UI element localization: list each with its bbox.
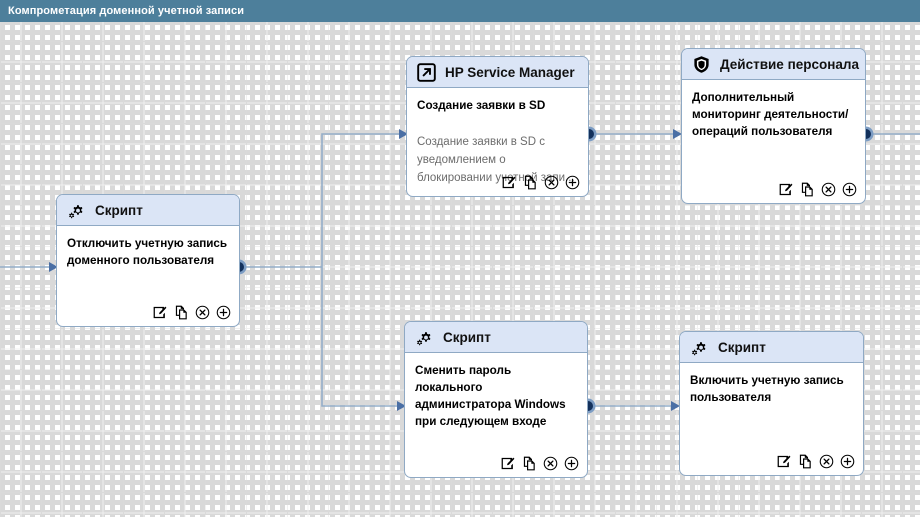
node-action-bar[interactable] [153, 305, 231, 320]
edit-icon[interactable] [153, 305, 168, 320]
node-title: Отключить учетную запись доменного польз… [67, 237, 228, 267]
node-title: Создание заявки в SD [417, 99, 546, 112]
node-staff-action[interactable]: Действие персонала Дополнительный монито… [681, 48, 866, 204]
node-action-bar[interactable] [501, 456, 579, 471]
copy-icon[interactable] [174, 305, 189, 320]
shield-icon [692, 55, 711, 74]
node-header: Скрипт [680, 332, 863, 363]
node-body: Включить учетную запись пользователя [680, 363, 863, 475]
node-header: Скрипт [405, 322, 587, 353]
node-action-bar[interactable] [502, 175, 580, 190]
gear-icon [690, 338, 709, 357]
node-body: Отключить учетную запись доменного польз… [57, 226, 239, 326]
delete-circle-icon[interactable] [543, 456, 558, 471]
page-title: Компрометация доменной учетной записи [8, 5, 245, 17]
node-type-label: HP Service Manager [445, 64, 575, 80]
node-header: Действие персонала [682, 49, 865, 80]
copy-icon[interactable] [522, 456, 537, 471]
node-header: Скрипт [57, 195, 239, 226]
delete-circle-icon[interactable] [544, 175, 559, 190]
edit-icon[interactable] [779, 182, 794, 197]
add-circle-icon[interactable] [840, 454, 855, 469]
node-type-label: Скрипт [443, 329, 491, 345]
node-body: Создание заявки в SD Создание заявки в S… [407, 88, 588, 196]
external-link-icon [417, 62, 436, 82]
node-title: Сменить пароль локального администратора… [415, 364, 566, 428]
delete-circle-icon[interactable] [195, 305, 210, 320]
copy-icon[interactable] [798, 454, 813, 469]
node-type-label: Скрипт [718, 339, 766, 355]
gear-icon [67, 201, 86, 220]
node-body: Сменить пароль локального администратора… [405, 353, 587, 477]
node-title: Дополнительный мониторинг деятельности/о… [692, 91, 849, 138]
node-hp-service-manager[interactable]: HP Service Manager Создание заявки в SD … [406, 56, 589, 197]
node-body: Дополнительный мониторинг деятельности/о… [682, 80, 865, 203]
edit-icon[interactable] [777, 454, 792, 469]
node-type-label: Скрипт [95, 202, 143, 218]
add-circle-icon[interactable] [842, 182, 857, 197]
node-type-label: Действие персонала [720, 56, 859, 72]
delete-circle-icon[interactable] [821, 182, 836, 197]
gear-icon [415, 328, 434, 347]
node-script-enable-account[interactable]: Скрипт Включить учетную запись пользоват… [679, 331, 864, 476]
node-action-bar[interactable] [777, 454, 855, 469]
copy-icon[interactable] [523, 175, 538, 190]
copy-icon[interactable] [800, 182, 815, 197]
edit-icon[interactable] [501, 456, 516, 471]
window-title-bar: Компрометация доменной учетной записи [0, 0, 920, 22]
add-circle-icon[interactable] [564, 456, 579, 471]
add-circle-icon[interactable] [565, 175, 580, 190]
add-circle-icon[interactable] [216, 305, 231, 320]
node-script-disable[interactable]: Скрипт Отключить учетную запись доменног… [56, 194, 240, 327]
node-script-change-password[interactable]: Скрипт Сменить пароль локального админис… [404, 321, 588, 478]
node-header: HP Service Manager [407, 57, 588, 88]
delete-circle-icon[interactable] [819, 454, 834, 469]
node-action-bar[interactable] [779, 182, 857, 197]
node-title: Включить учетную запись пользователя [690, 374, 844, 404]
edit-icon[interactable] [502, 175, 517, 190]
